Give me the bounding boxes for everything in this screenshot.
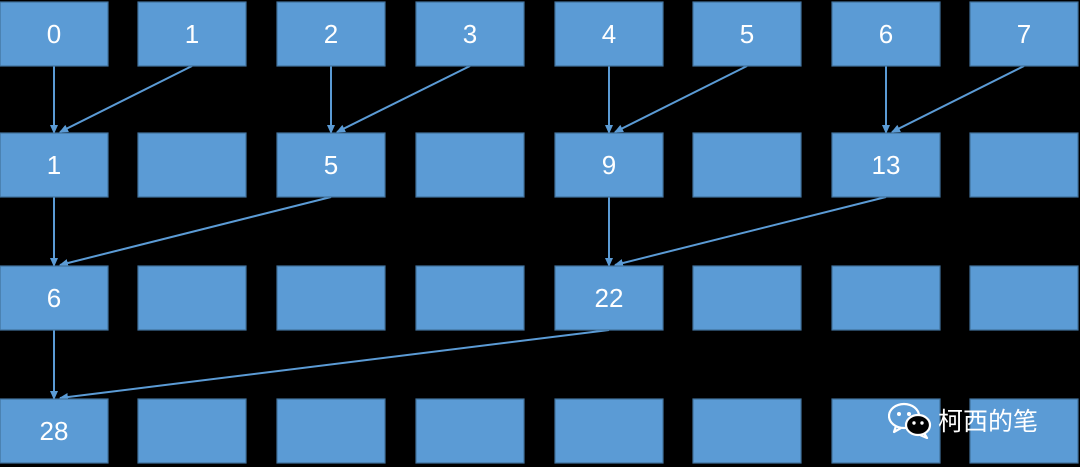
- cell-box: [831, 265, 941, 331]
- cell-box: [415, 265, 525, 331]
- cell-box: [276, 1, 386, 67]
- cell-box: [969, 1, 1079, 67]
- cell-box: [137, 265, 247, 331]
- cell-value: 22: [595, 283, 624, 313]
- cell-r3-c5: [692, 398, 802, 464]
- cell-r2-c2: [276, 265, 386, 331]
- cell-r3-c1: [137, 398, 247, 464]
- cell-box: [969, 132, 1079, 198]
- cell-box: [137, 1, 247, 67]
- cell-r1-c1: [137, 132, 247, 198]
- cell-box: [415, 1, 525, 67]
- cell-r0-c7: 7: [969, 1, 1079, 67]
- cell-box: [137, 398, 247, 464]
- cell-r1-c4: 9: [554, 132, 664, 198]
- cell-box: [831, 132, 941, 198]
- cell-r2-c3: [415, 265, 525, 331]
- cell-value: 5: [324, 150, 338, 180]
- cell-box: [692, 398, 802, 464]
- cell-r2-c5: [692, 265, 802, 331]
- cell-r3-c4: [554, 398, 664, 464]
- cell-box: [0, 265, 109, 331]
- cell-value: 7: [1017, 19, 1031, 49]
- arrow-13: [59, 329, 610, 401]
- cell-value: 1: [47, 150, 61, 180]
- cell-r2-c4: 22: [554, 265, 664, 331]
- arrows-layer: [50, 65, 1025, 401]
- cell-r1-c7: [969, 132, 1079, 198]
- cell-r3-c3: [415, 398, 525, 464]
- cell-r2-c1: [137, 265, 247, 331]
- cell-r1-c0: 1: [0, 132, 109, 198]
- cell-value: 6: [47, 283, 61, 313]
- cell-box: [415, 398, 525, 464]
- cell-box: [0, 398, 109, 464]
- cell-value: 2: [324, 19, 338, 49]
- cell-r3-c0: 28: [0, 398, 109, 464]
- cell-box: [137, 132, 247, 198]
- cell-box: [554, 265, 664, 331]
- cell-r3-c7: [969, 398, 1079, 464]
- cell-r2-c0: 6: [0, 265, 109, 331]
- cell-value: 6: [879, 19, 893, 49]
- watermark: 柯西的笔: [888, 400, 1038, 440]
- cell-box: [969, 265, 1079, 331]
- cell-value: 3: [463, 19, 477, 49]
- cell-value: 4: [602, 19, 616, 49]
- cell-value: 5: [740, 19, 754, 49]
- cell-r0-c2: 2: [276, 1, 386, 67]
- cell-box: [276, 265, 386, 331]
- arrow-3: [336, 65, 471, 133]
- cell-r0-c1: 1: [137, 1, 247, 67]
- cell-box: [0, 1, 109, 67]
- cell-r0-c6: 6: [831, 1, 941, 67]
- cell-box: [692, 132, 802, 198]
- arrow-1: [59, 65, 193, 133]
- cell-box: [969, 398, 1079, 464]
- cell-r2-c6: [831, 265, 941, 331]
- cell-box: [415, 132, 525, 198]
- cell-box: [276, 398, 386, 464]
- cell-box: [554, 132, 664, 198]
- cell-value: 0: [47, 19, 61, 49]
- arrow-9: [59, 196, 332, 267]
- watermark-text: 柯西的笔: [938, 407, 1039, 436]
- arrow-11: [614, 196, 887, 267]
- cell-r3-c2: [276, 398, 386, 464]
- cell-value: 13: [872, 150, 901, 180]
- cell-box: [276, 132, 386, 198]
- cell-value: 28: [40, 416, 69, 446]
- cell-box: [831, 1, 941, 67]
- arrow-5: [614, 65, 748, 133]
- cell-value: 1: [185, 19, 199, 49]
- cell-r0-c0: 0: [0, 1, 109, 67]
- arrow-7: [891, 65, 1025, 133]
- cell-box: [692, 1, 802, 67]
- cell-box: [0, 132, 109, 198]
- cell-r0-c5: 5: [692, 1, 802, 67]
- cell-r2-c7: [969, 265, 1079, 331]
- cell-r1-c6: 13: [831, 132, 941, 198]
- cell-box: [692, 265, 802, 331]
- cell-r1-c3: [415, 132, 525, 198]
- cell-r1-c5: [692, 132, 802, 198]
- cell-r1-c2: 5: [276, 132, 386, 198]
- cell-box: [554, 398, 664, 464]
- wechat-icon: [888, 402, 932, 439]
- cell-r0-c3: 3: [415, 1, 525, 67]
- cell-value: 9: [602, 150, 616, 180]
- cell-r0-c4: 4: [554, 1, 664, 67]
- cell-box: [554, 1, 664, 67]
